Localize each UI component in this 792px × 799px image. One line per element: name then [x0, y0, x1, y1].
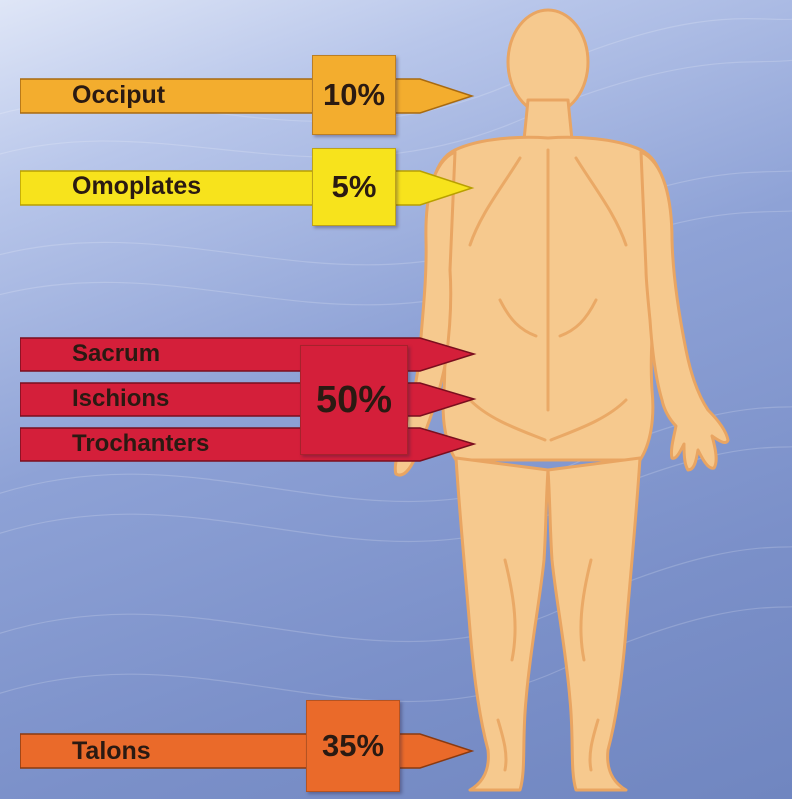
- sacrum-label: Sacrum: [72, 340, 160, 368]
- head-shape: [508, 10, 588, 114]
- right-arm-shape: [641, 152, 728, 470]
- trochanters-label: Trochanters: [72, 430, 209, 458]
- occiput-percentage: 10%: [312, 55, 396, 135]
- omoplates-label: Omoplates: [72, 172, 201, 201]
- talons-percentage: 35%: [306, 700, 400, 792]
- occiput-label: Occiput: [72, 81, 165, 110]
- ischions-label: Ischions: [72, 385, 169, 413]
- pelvis-percentage: 50%: [300, 345, 408, 455]
- talons-label: Talons: [72, 737, 151, 766]
- neck-shape: [524, 100, 572, 140]
- omoplates-percentage: 5%: [312, 148, 396, 226]
